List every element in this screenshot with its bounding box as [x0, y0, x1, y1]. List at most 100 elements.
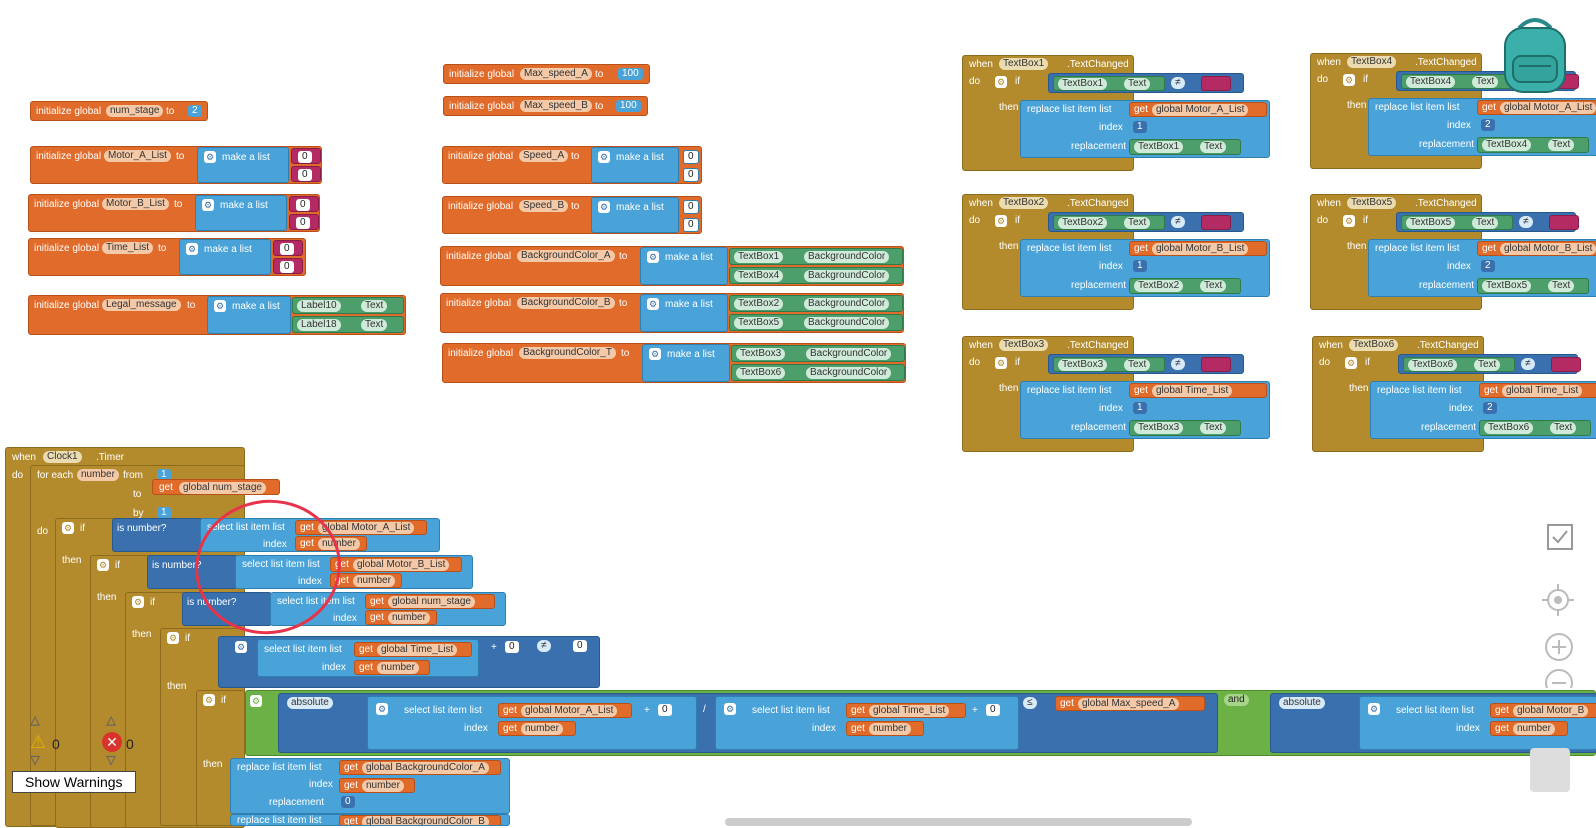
operator-dropdown[interactable]: ≠: [1521, 358, 1535, 370]
global-name[interactable]: Motor_A_List: [104, 150, 171, 162]
chevron-down-icon[interactable]: ▿: [30, 749, 41, 771]
math-function-dropdown[interactable]: absolute: [287, 697, 333, 709]
horizontal-scrollbar[interactable]: [725, 818, 1192, 826]
make-list-block[interactable]: ⚙ make a list: [207, 296, 291, 334]
component-dropdown[interactable]: TextBox2: [1058, 217, 1108, 229]
compare-block[interactable]: TextBox5 Text ≠: [1396, 212, 1579, 232]
component-dropdown[interactable]: TextBox3: [1058, 359, 1108, 371]
component-dropdown[interactable]: Clock1: [43, 451, 82, 463]
loop-variable[interactable]: number: [77, 469, 119, 481]
text-value[interactable]: 0: [296, 199, 310, 211]
logic-dropdown[interactable]: and: [1224, 694, 1249, 706]
variable-dropdown[interactable]: global Motor_A_List: [521, 705, 618, 717]
get-block[interactable]: get global BackgroundColor_A: [339, 760, 501, 775]
component-dropdown[interactable]: TextBox5: [1347, 197, 1397, 209]
gear-icon[interactable]: ⚙: [250, 695, 262, 707]
get-block[interactable]: get global Time_List: [846, 703, 966, 718]
number-value[interactable]: 1: [157, 507, 171, 519]
gear-icon[interactable]: ⚙: [62, 522, 74, 534]
get-block[interactable]: get number: [498, 721, 576, 736]
property-dropdown[interactable]: Text: [1472, 217, 1499, 229]
compare-block[interactable]: absolute ⚙ select list item list index g…: [278, 693, 1218, 753]
variable-dropdown[interactable]: number: [353, 575, 395, 587]
and-block[interactable]: ⚙ absolute ⚙ select list item list index…: [245, 690, 1596, 756]
get-block[interactable]: get global Motor_B_List: [1129, 241, 1267, 256]
make-list-block[interactable]: ⚙ make a list: [591, 197, 679, 233]
gear-icon[interactable]: ⚙: [202, 199, 214, 211]
component-dropdown[interactable]: Label10: [297, 300, 341, 312]
compare-block[interactable]: TextBox6 Text ≠: [1398, 354, 1581, 374]
component-dropdown[interactable]: TextBox1: [1058, 78, 1108, 90]
get-block[interactable]: get global Motor_B_List: [330, 557, 462, 572]
number-value[interactable]: 0: [683, 200, 699, 214]
replace-list-item-block[interactable]: replace list item list get global Time_L…: [1370, 381, 1596, 439]
component-getter[interactable]: TextBox4 Text: [1401, 74, 1513, 89]
gear-icon[interactable]: ⚙: [1368, 703, 1380, 715]
get-block[interactable]: get global Motor_B_List: [1477, 241, 1596, 256]
global-name[interactable]: num_stage: [106, 105, 164, 117]
component-dropdown[interactable]: TextBox3: [1134, 422, 1184, 434]
replace-list-item-block[interactable]: replace list item list get global Motor_…: [1368, 98, 1596, 156]
component-getter[interactable]: TextBox6 BackgroundColor: [731, 364, 905, 381]
component-getter[interactable]: TextBox3 BackgroundColor: [731, 345, 905, 362]
gear-icon[interactable]: ⚙: [647, 298, 659, 310]
empty-text-block[interactable]: [1551, 357, 1581, 372]
component-getter[interactable]: TextBox5 BackgroundColor: [729, 314, 903, 331]
compare-block[interactable]: TextBox2 Text ≠: [1048, 212, 1244, 232]
select-list-item-block[interactable]: ⚙ select list item list index get global…: [1359, 696, 1596, 750]
target-icon[interactable]: [1542, 584, 1574, 616]
global-max-speed-b[interactable]: initialize global Max_speed_B to 100: [443, 96, 648, 116]
empty-text-block[interactable]: [1201, 215, 1231, 230]
backpack-icon[interactable]: [1497, 14, 1573, 94]
get-block[interactable]: get number: [365, 610, 437, 625]
property-dropdown[interactable]: Text: [1472, 76, 1499, 88]
number-value[interactable]: 0: [341, 796, 355, 808]
chevron-up-icon[interactable]: ▵: [106, 709, 117, 731]
component-getter[interactable]: TextBox2 Text: [1129, 278, 1241, 294]
component-dropdown[interactable]: TextBox4: [734, 270, 784, 282]
variable-dropdown[interactable]: global Motor_B_List: [353, 559, 450, 571]
component-dropdown[interactable]: TextBox2: [1134, 280, 1184, 292]
chevron-up-icon[interactable]: ▵: [30, 709, 41, 731]
global-name[interactable]: Motor_B_List: [102, 198, 169, 210]
variable-dropdown[interactable]: number: [318, 538, 360, 550]
gear-icon[interactable]: ⚙: [995, 76, 1007, 88]
operator-dropdown[interactable]: ≤: [1023, 697, 1037, 709]
get-block[interactable]: get number: [354, 660, 430, 675]
make-list-block[interactable]: ⚙ make a list: [179, 239, 271, 275]
empty-text-block[interactable]: [1201, 76, 1231, 91]
gear-icon[interactable]: ⚙: [995, 357, 1007, 369]
get-block[interactable]: get global Time_List: [1129, 383, 1267, 398]
property-dropdown[interactable]: Text: [361, 319, 388, 331]
variable-dropdown[interactable]: global BackgroundColor_A: [362, 762, 489, 774]
variable-dropdown[interactable]: number: [1513, 723, 1555, 735]
is-number-block[interactable]: is number?: [182, 592, 272, 626]
operator-dropdown[interactable]: ≠: [1171, 77, 1185, 89]
property-dropdown[interactable]: Text: [1200, 141, 1227, 153]
component-getter[interactable]: TextBox4 Text: [1477, 137, 1589, 153]
property-dropdown[interactable]: Text: [1548, 280, 1575, 292]
get-block[interactable]: get global Motor_A_List: [295, 520, 427, 535]
variable-dropdown[interactable]: global num_stage: [179, 482, 266, 494]
component-getter[interactable]: TextBox3 Text: [1129, 420, 1241, 436]
make-list-block[interactable]: ⚙ make a list: [640, 294, 728, 332]
component-dropdown[interactable]: TextBox1: [999, 58, 1049, 70]
number-value[interactable]: 0: [505, 641, 519, 653]
component-dropdown[interactable]: TextBox6: [1408, 359, 1458, 371]
variable-dropdown[interactable]: global Time_List: [1502, 385, 1583, 397]
global-name[interactable]: BackgroundColor_B: [517, 297, 615, 309]
make-list-block[interactable]: ⚙ make a list: [591, 147, 679, 183]
gear-icon[interactable]: ⚙: [724, 703, 736, 715]
text-block[interactable]: 0: [289, 214, 319, 230]
component-dropdown[interactable]: TextBox6: [736, 367, 786, 379]
component-getter[interactable]: Label18 Text: [292, 316, 404, 333]
get-block[interactable]: get global Motor_B: [1490, 703, 1596, 718]
variable-dropdown[interactable]: global Motor_A_List: [1500, 102, 1596, 114]
component-dropdown[interactable]: TextBox1: [1134, 141, 1184, 153]
gear-icon[interactable]: ⚙: [97, 559, 109, 571]
gear-icon[interactable]: ⚙: [598, 151, 610, 163]
property-dropdown[interactable]: BackgroundColor: [804, 251, 890, 263]
number-value[interactable]: 0: [683, 150, 699, 164]
component-dropdown[interactable]: TextBox4: [1482, 139, 1532, 151]
number-value[interactable]: 1: [157, 469, 171, 481]
